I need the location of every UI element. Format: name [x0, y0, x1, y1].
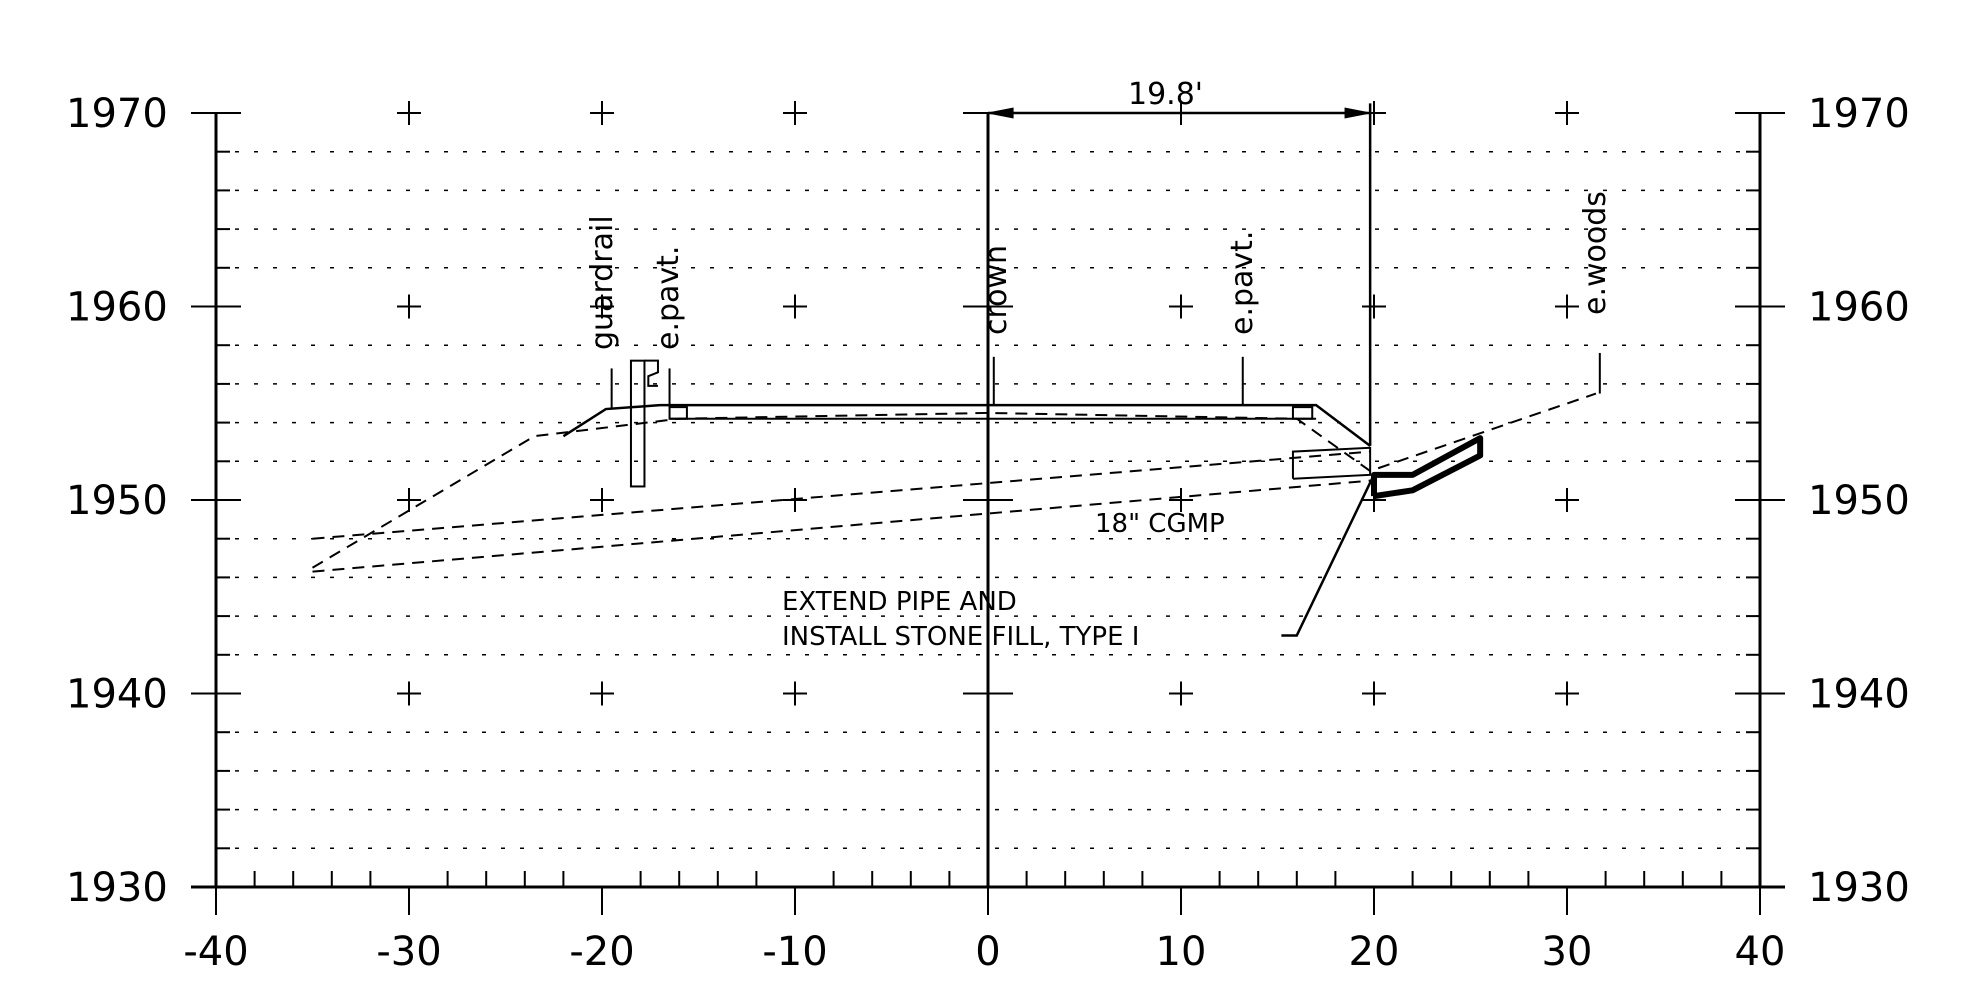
x-label: 0	[975, 929, 1000, 975]
proposed-section	[562, 403, 1371, 447]
guardrail-label: guardrail	[585, 215, 620, 350]
x-label: 10	[1156, 929, 1207, 975]
y-label-right: 1940	[1808, 672, 1910, 718]
cross-section-drawing	[311, 103, 1601, 637]
y-label-right: 1970	[1808, 91, 1910, 137]
y-label-left: 1930	[66, 865, 168, 911]
y-label-left: 1970	[66, 91, 168, 137]
pipe-bottom	[312, 479, 1371, 573]
x-label: 20	[1349, 929, 1400, 975]
dimension-arrow-right	[1344, 107, 1371, 119]
x-label: -20	[569, 929, 634, 975]
x-label: -40	[183, 929, 248, 975]
tick-labels: 1930 1930 1940 1940 1950 1950 1960 1960 1970 1970…	[66, 91, 1910, 975]
tick-marks	[191, 101, 1785, 915]
note-line-2: INSTALL STONE FILL, TYPE I	[782, 622, 1139, 652]
y-label-left: 1960	[66, 285, 168, 331]
x-label: -10	[762, 929, 827, 975]
crown-label: crown	[979, 245, 1014, 335]
pipe-label: 18" CGMP	[1095, 509, 1225, 539]
x-label: -30	[376, 929, 441, 975]
pipe-top	[312, 450, 1371, 540]
e-pavt-right-label: e.pavt.	[1225, 231, 1260, 335]
y-label-right: 1950	[1808, 478, 1910, 524]
pavement-edge-left	[668, 406, 688, 420]
x-label: 40	[1735, 929, 1786, 975]
pipe-end-section	[1291, 446, 1372, 480]
y-label-left: 1950	[66, 478, 168, 524]
pavement-edge-right	[1291, 406, 1314, 420]
e-woods-label: e.woods	[1578, 191, 1613, 315]
dimension-arrow-left	[987, 107, 1014, 119]
guardrail-post	[629, 359, 646, 488]
stone-fill	[1371, 435, 1484, 500]
e-pavt-left-label: e.pavt.	[651, 246, 686, 350]
y-label-left: 1940	[66, 672, 168, 718]
dimension-label: 19.8'	[1128, 77, 1203, 112]
note-line-1: EXTEND PIPE AND	[782, 587, 1017, 617]
y-label-right: 1960	[1808, 285, 1910, 331]
guardrail-rail	[644, 359, 659, 387]
x-label: 30	[1542, 929, 1593, 975]
note-leader	[1281, 478, 1374, 637]
y-label-right: 1930	[1808, 865, 1910, 911]
